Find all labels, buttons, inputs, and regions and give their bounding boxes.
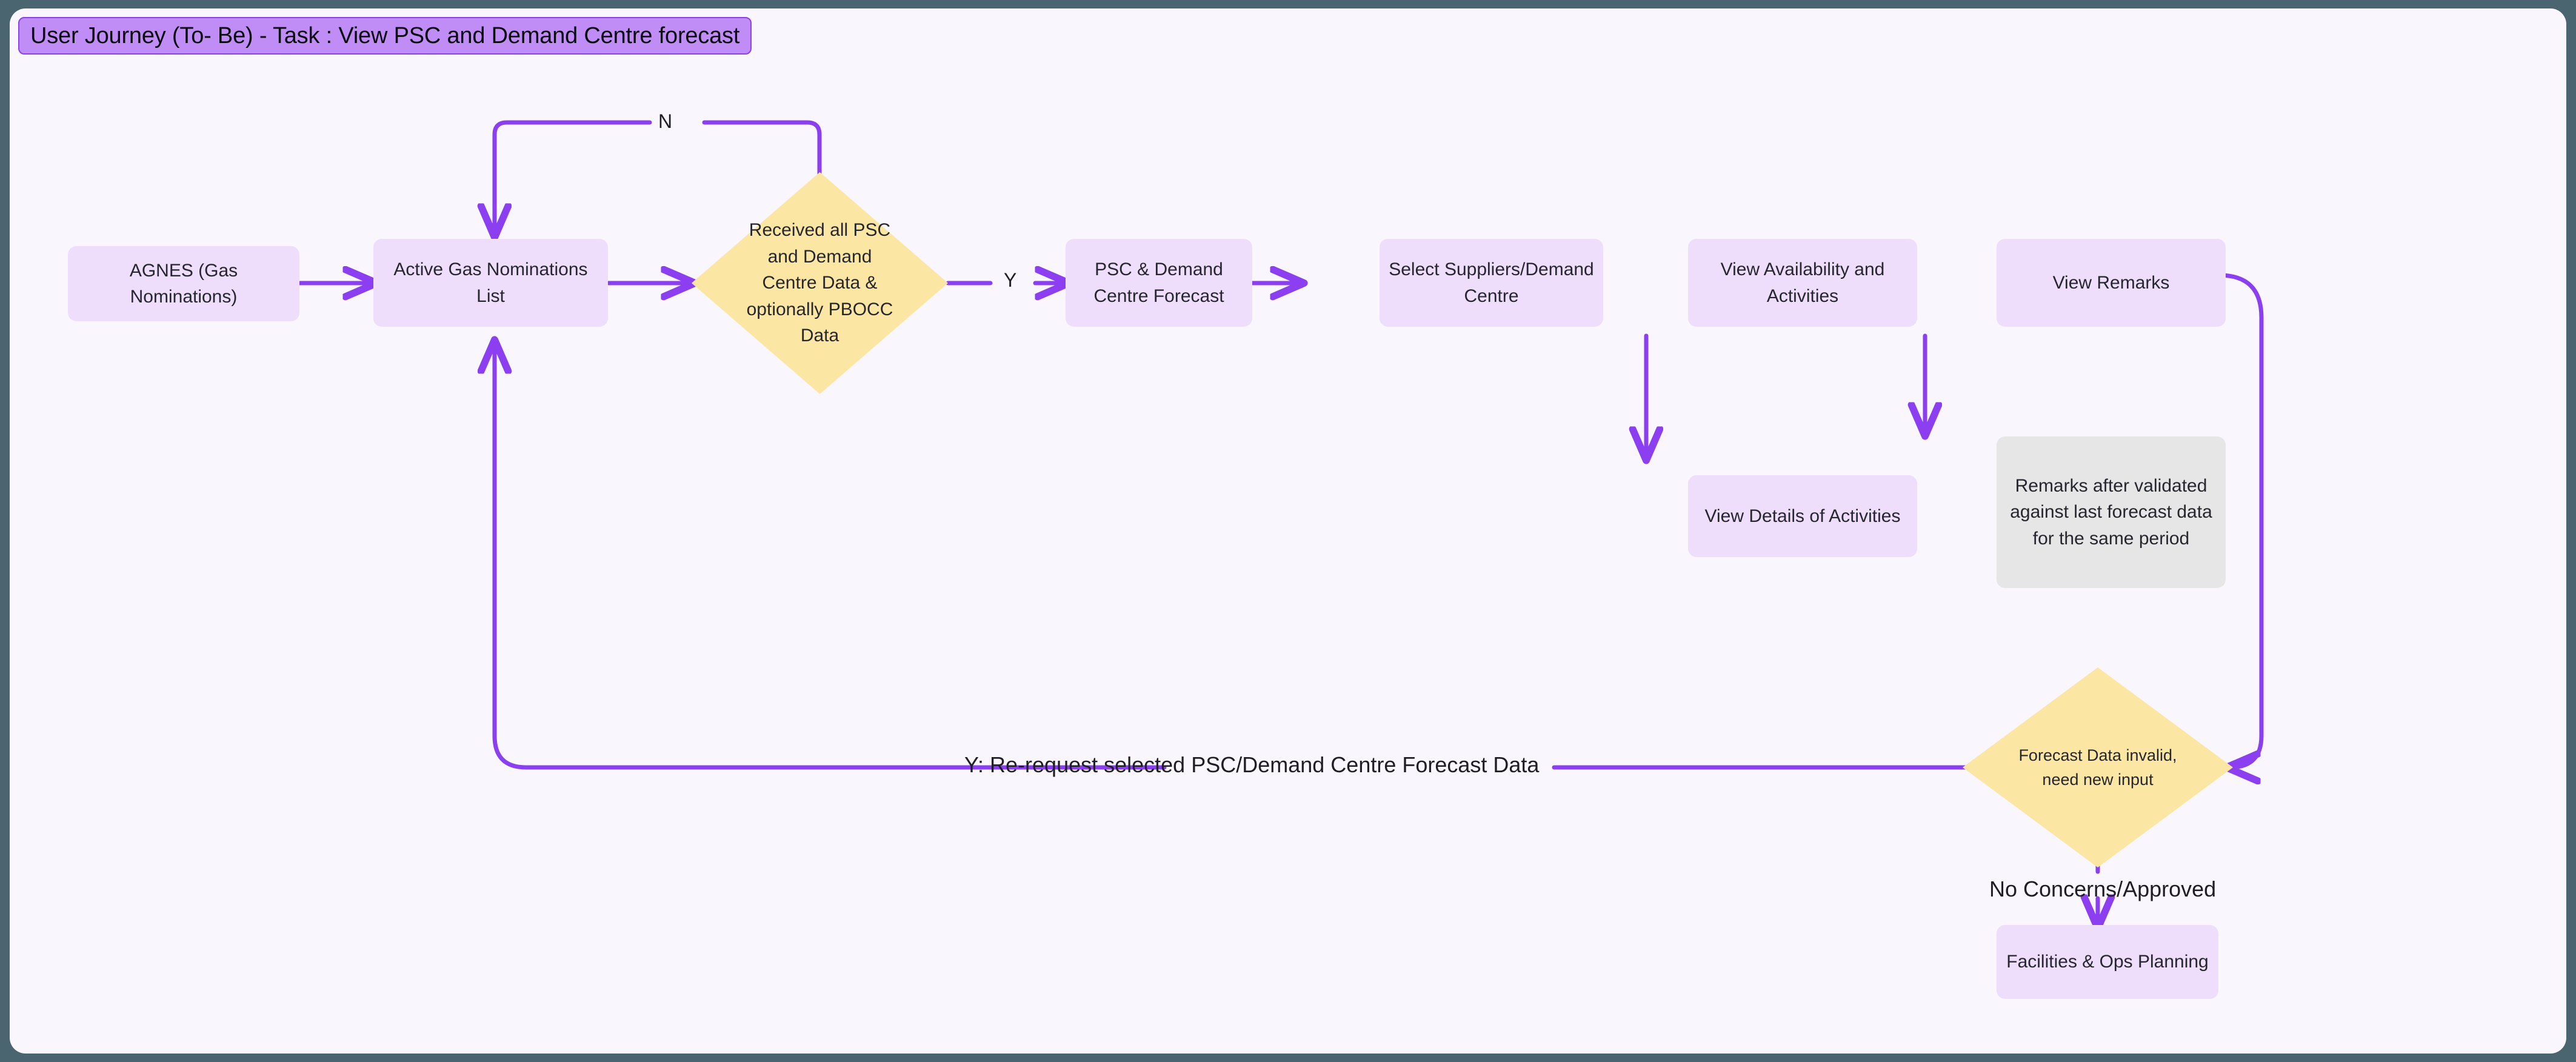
node-active-gas-nominations-list[interactable]: Active Gas Nominations List [373,239,608,327]
node-facilities-ops-planning[interactable]: Facilities & Ops Planning [1997,925,2218,999]
node-view-availability-and-activities[interactable]: View Availability and Activities [1688,239,1917,327]
page-title: User Journey (To- Be) - Task : View PSC … [30,22,740,48]
node-select-suppliers-demand-centre[interactable]: Select Suppliers/Demand Centre [1380,239,1603,327]
edge-label-yes: Y [1004,269,1017,291]
node-decision-forecast-data-invalid[interactable]: Forecast Data invalid, need new input [1963,667,2233,867]
page-title-banner: User Journey (To- Be) - Task : View PSC … [18,17,752,55]
edge-layer [297,120,2264,1054]
diagram-canvas: AGNES (Gas Nominations) Active Gas Nomin… [10,8,2566,1054]
edge-n-loop-to-active-list [495,120,652,234]
edge-n-loop-right-seg [702,120,822,181]
node-agnes[interactable]: AGNES (Gas Nominations) [68,246,299,321]
edge-label-re-request: Y: Re-request selected PSC/Demand Centre… [964,752,1540,777]
node-view-remarks[interactable]: View Remarks [1997,239,2226,327]
node-remarks-validation-note: Remarks after validated against last for… [1997,436,2226,588]
node-psc-demand-centre-forecast[interactable]: PSC & Demand Centre Forecast [1066,239,1252,327]
edge-remarks-loop-to-forecast-decision [2217,273,2264,767]
edge-label-no-concerns-approved: No Concerns/Approved [1989,877,2217,901]
edge-label-no: N [658,110,673,132]
node-decision-received-data[interactable]: Received all PSC and Demand Centre Data … [692,172,948,394]
edge-feedback-to-active-list [495,343,1167,770]
node-view-details-of-activities[interactable]: View Details of Activities [1688,475,1917,557]
